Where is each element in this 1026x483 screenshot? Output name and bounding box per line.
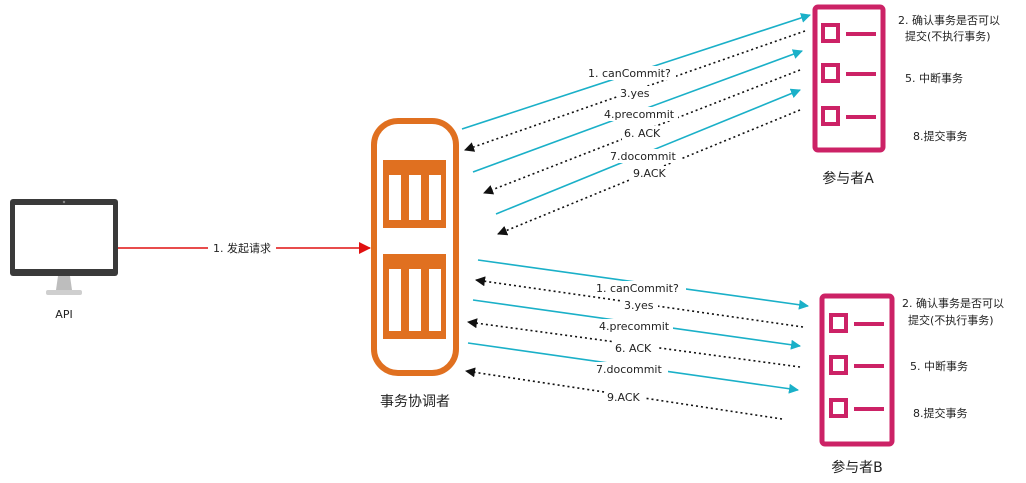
participant-a-icon [812,4,886,153]
participant-a-note-3: 5. 中断事务 [905,71,963,85]
participant-b-note-2: 提交(不执行事务) [908,313,994,327]
coordinator-label: 事务协调者 [380,394,450,410]
a-msg-4: 6. ACK [624,127,661,140]
b-msg-6: 9.ACK [607,391,641,404]
participant-a-label: 参与者A [822,170,874,187]
participant-a-note-1: 2. 确认事务是否可以 [898,14,1000,27]
participant-b-note-1: 2. 确认事务是否可以 [902,297,1004,310]
b-msg-3: 4.precommit [599,320,670,333]
api-label: API [55,308,72,321]
a-msg-3: 4.precommit [604,108,675,121]
participant-b-icon [819,293,895,447]
coordinator-icon [371,118,459,376]
participant-a-note-4: 8.提交事务 [913,129,968,143]
participant-b-note-4: 8.提交事务 [913,406,968,420]
a-ack-arrow [483,69,801,195]
participant-b-note-3: 5. 中断事务 [910,359,968,373]
b-final-ack-arrow [465,367,783,420]
a-msg-1: 1. canCommit? [588,67,671,80]
b-msg-1: 1. canCommit? [596,282,679,295]
b-msg-2: 3.yes [624,299,654,312]
participant-a-note-2: 提交(不执行事务) [905,29,991,43]
b-msg-4: 6. ACK [615,342,652,355]
api-monitor-icon [10,199,118,295]
a-msg-6: 9.ACK [633,167,667,180]
b-msg-5: 7.docommit [596,363,662,376]
a-msg-5: 7.docommit [610,150,676,163]
b-ack-arrow [467,318,801,368]
participant-b-label: 参与者B [831,459,883,476]
a-msg-2: 3.yes [620,87,650,100]
request-label: 1. 发起请求 [213,241,271,255]
